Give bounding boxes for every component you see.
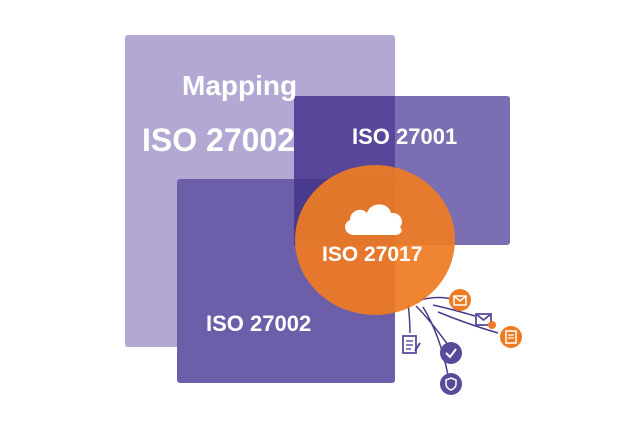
mapping-subtitle: ISO 27002 xyxy=(142,122,295,158)
envelope-icon xyxy=(449,289,471,311)
mail-location-icon xyxy=(474,309,498,333)
shield-icon xyxy=(440,373,462,395)
document-edit-icon xyxy=(400,333,422,357)
certificate-icon xyxy=(500,326,522,348)
cloud-icon xyxy=(345,204,402,235)
check-circle-icon xyxy=(440,342,462,364)
iso-27002-label: ISO 27002 xyxy=(206,311,312,336)
mapping-title: Mapping xyxy=(182,70,298,101)
iso-27017-label: ISO 27017 xyxy=(322,243,423,266)
iso-27001-label: ISO 27001 xyxy=(352,124,458,149)
iso-27017-circle xyxy=(295,165,455,315)
